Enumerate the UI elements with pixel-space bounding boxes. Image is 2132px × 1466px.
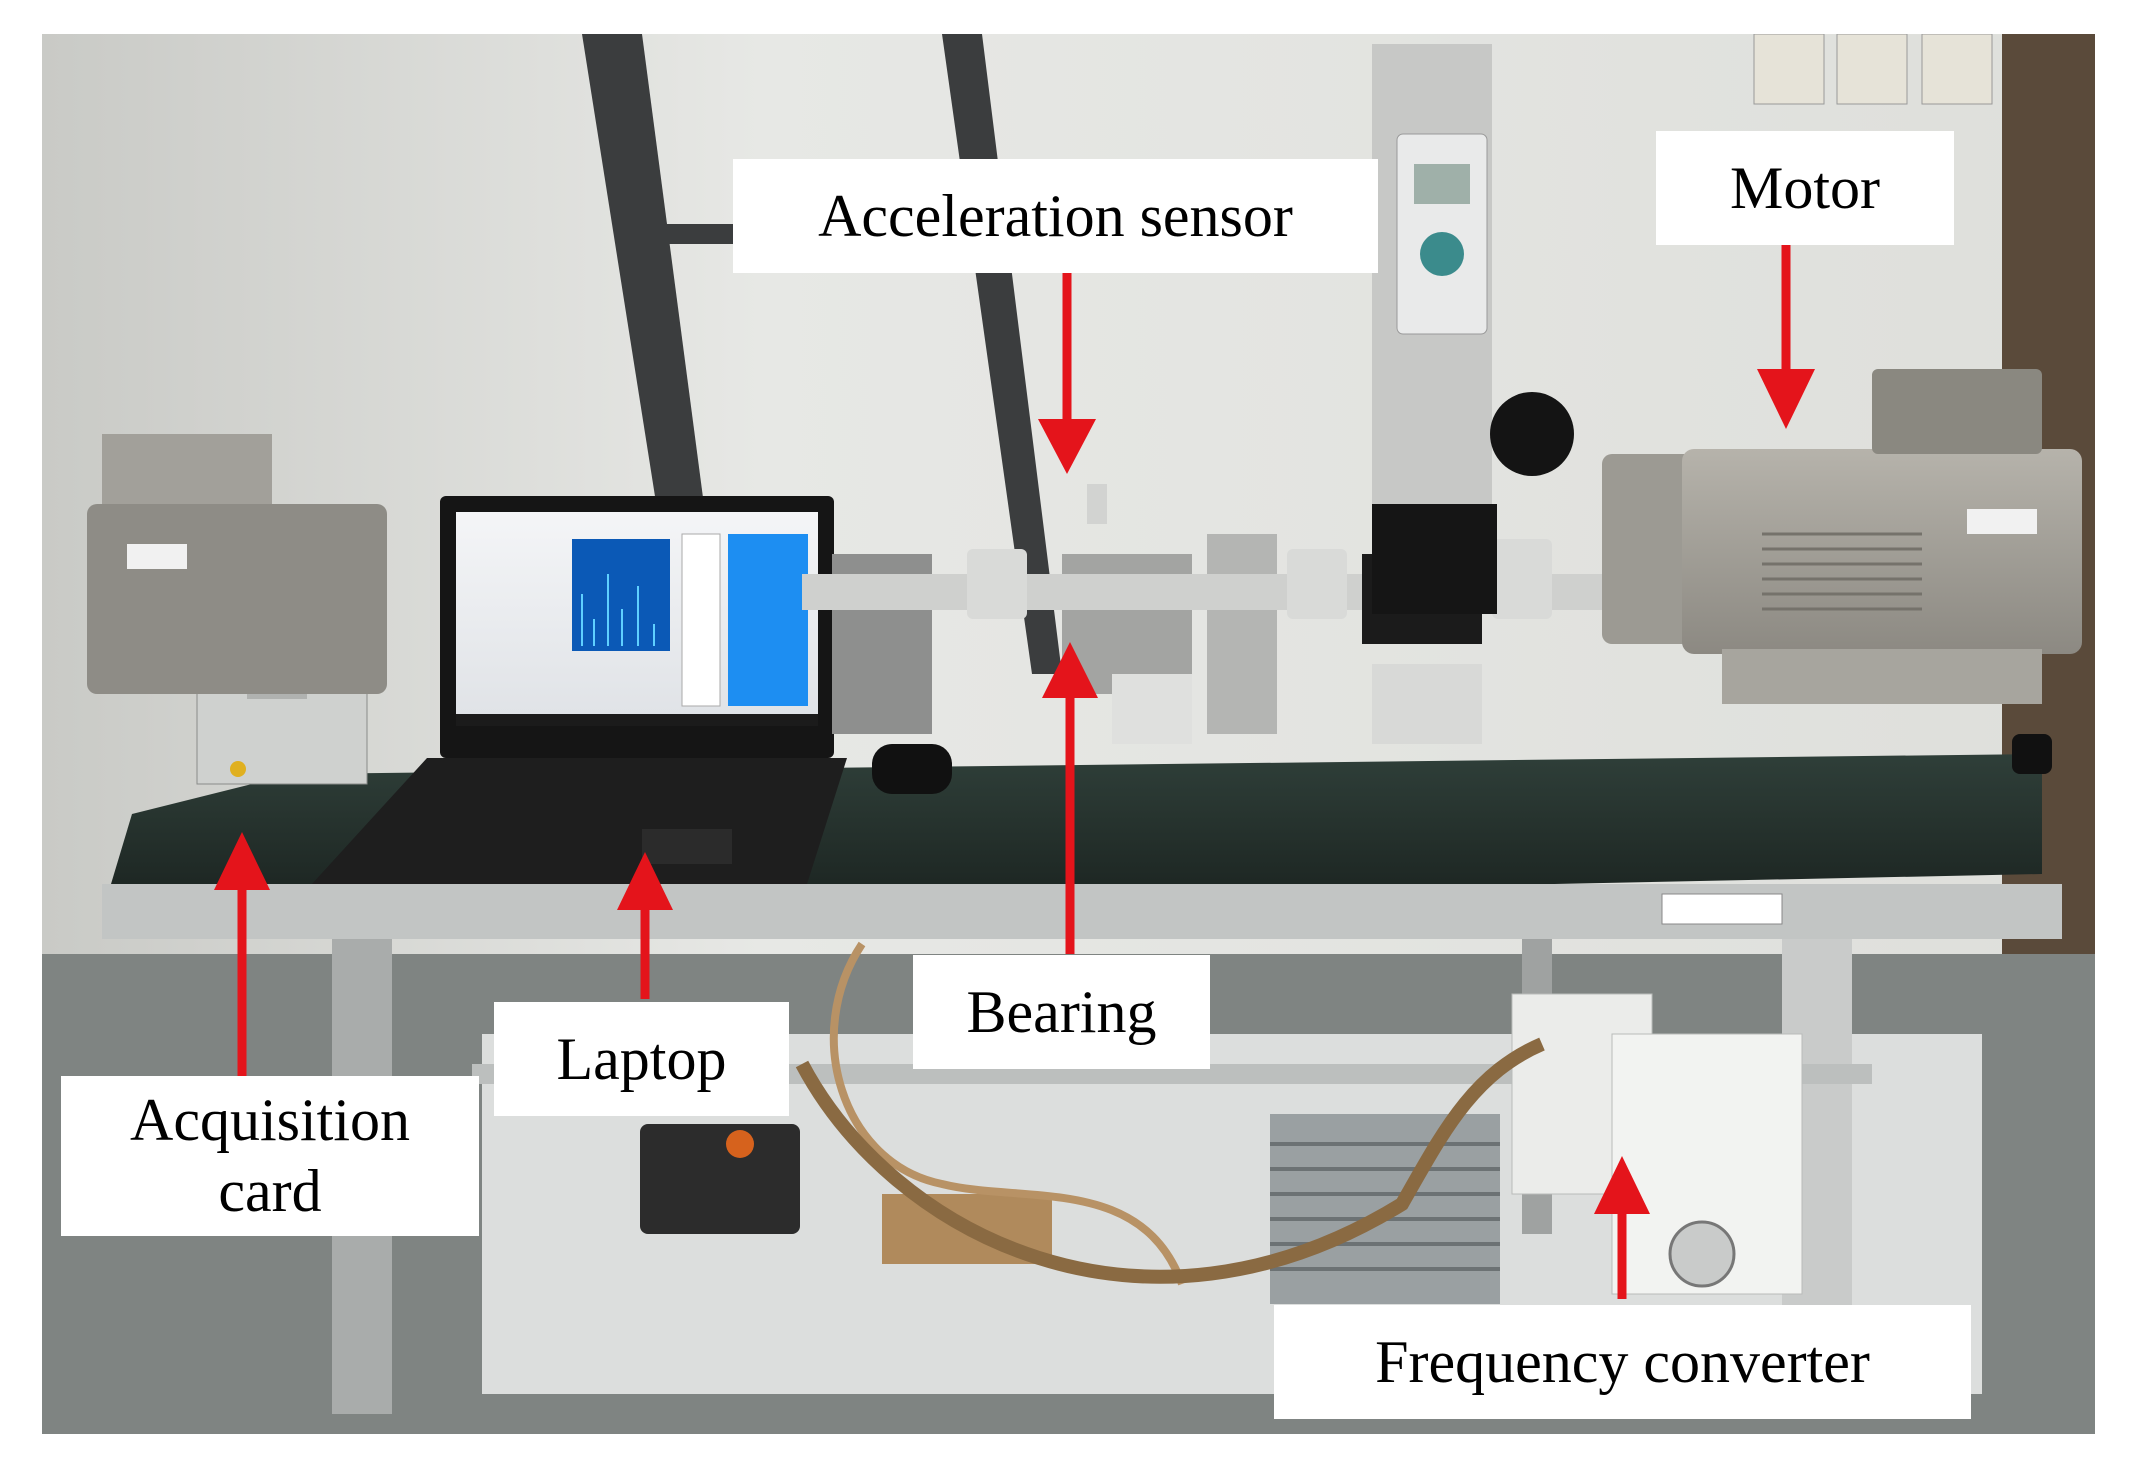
- annotation-arrows: [214, 244, 1815, 1299]
- label-frequency-converter: Frequency converter: [1274, 1305, 1971, 1419]
- label-laptop-text: Laptop: [556, 1025, 727, 1092]
- label-acceleration-sensor: Acceleration sensor: [733, 159, 1378, 273]
- wall-switch: [1753, 34, 1825, 105]
- arrow-acquisition-card: [214, 832, 270, 1076]
- label-acquisition-card-line1: Acquisition: [130, 1087, 410, 1154]
- motor-terminal-box: [1872, 369, 2042, 454]
- coupling: [967, 549, 1027, 619]
- arrow-bearing: [1042, 642, 1098, 954]
- label-laptop: Laptop: [494, 1002, 789, 1116]
- acquisition-card-device: [196, 688, 368, 785]
- arrow-laptop: [617, 852, 673, 999]
- handwheel: [1490, 392, 1574, 476]
- pump-box: [640, 1124, 800, 1234]
- label-acquisition-card-line2: card: [218, 1158, 322, 1224]
- label-bearing: Bearing: [913, 955, 1210, 1069]
- label-motor-text: Motor: [1730, 154, 1880, 221]
- label-acceleration-sensor-text: Acceleration sensor: [818, 182, 1293, 249]
- label-acquisition-card: Acquisition card: [61, 1076, 479, 1236]
- hose: [829, 941, 1186, 1286]
- arrow-acceleration-sensor: [1038, 260, 1096, 474]
- label-bearing-text: Bearing: [966, 978, 1157, 1045]
- sensor-body: [1087, 484, 1107, 524]
- arrow-motor: [1757, 244, 1815, 429]
- label-motor: Motor: [1656, 131, 1954, 245]
- arrow-frequency-converter: [1594, 1156, 1650, 1299]
- label-frequency-converter-text: Frequency converter: [1375, 1328, 1870, 1395]
- motor: [1682, 449, 2082, 654]
